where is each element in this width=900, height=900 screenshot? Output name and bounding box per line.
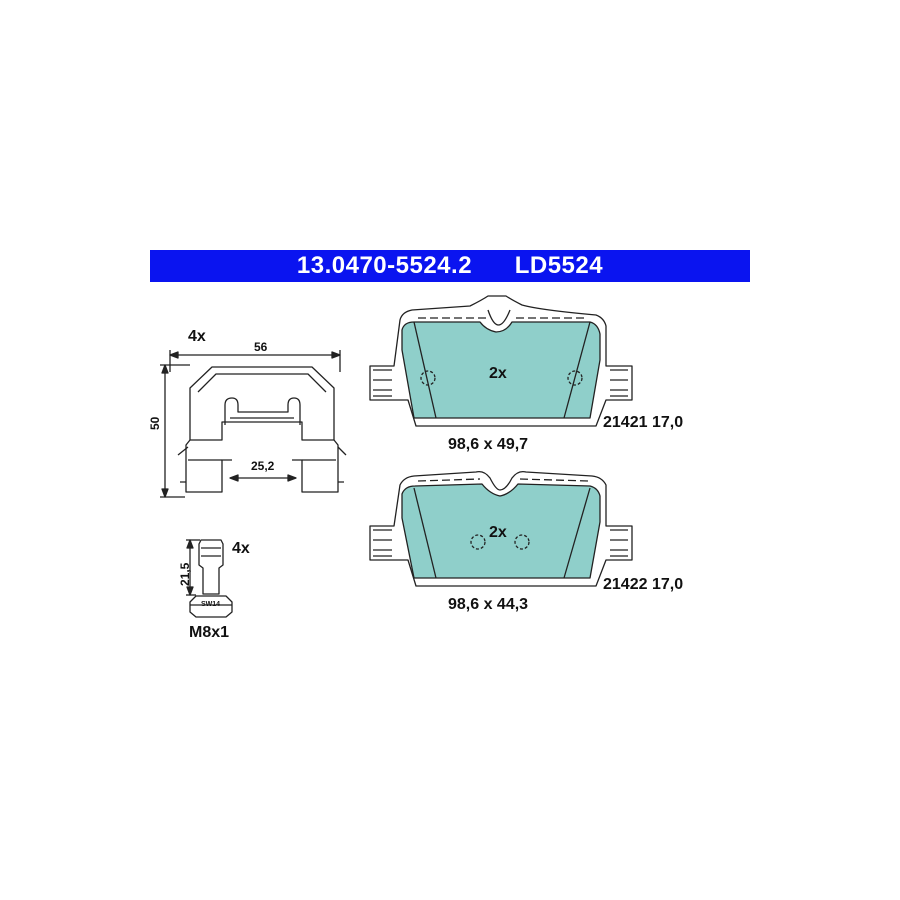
pad-lower-wva: 21422 <box>603 576 648 593</box>
pad-lower-specs: 21422 17,0 <box>603 576 683 594</box>
clip-dimensions <box>160 350 341 498</box>
pad-lower-size: 98,6 x 44,3 <box>448 596 529 613</box>
pad-upper-wva: 21421 <box>603 414 648 431</box>
pad-upper-quantity: 2x <box>489 365 507 382</box>
clip-height-dimension: 50 <box>148 416 162 430</box>
part-number: 13.0470-5524.2 <box>296 252 473 279</box>
pad-lower-thickness: 17,0 <box>651 576 684 593</box>
clip-width-dimension: 56 <box>254 340 268 354</box>
pad-upper-thickness: 17,0 <box>651 414 684 431</box>
retaining-clip <box>177 366 347 493</box>
bolt-thread: M8x1 <box>189 624 230 641</box>
pad-upper-specs: 21421 17,0 <box>603 414 683 432</box>
bolt-length-dimension: 21,5 <box>178 562 192 586</box>
bolt-quantity: 4x <box>232 540 250 557</box>
brake-pad-upper <box>369 295 633 427</box>
brake-pad-lower <box>369 470 633 587</box>
guide-bolt <box>186 539 233 618</box>
pad-upper-size: 98,6 x 49,7 <box>448 436 529 453</box>
clip-inner-dimension: 25,2 <box>251 459 275 473</box>
product-code: LD5524 <box>514 252 604 279</box>
pad-lower-quantity: 2x <box>489 524 507 541</box>
part-number-banner: 13.0470-5524.2 LD5524 <box>150 250 750 282</box>
clip-quantity: 4x <box>188 328 206 345</box>
bolt-head-label: SW14 <box>201 601 221 608</box>
